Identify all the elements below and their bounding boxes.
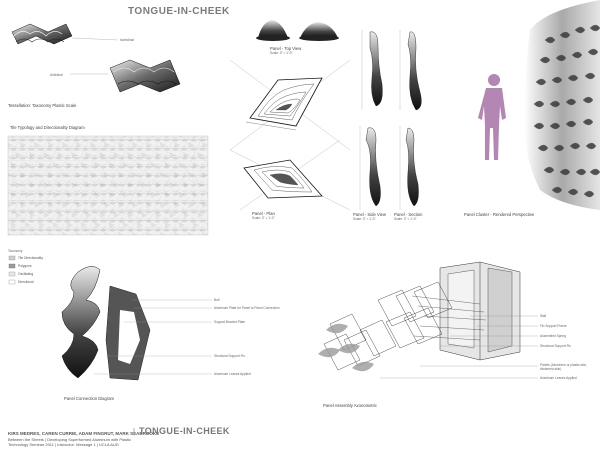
connection-label: Aluminum Leaves Applied: [214, 372, 251, 376]
assembly-label: Wall: [540, 314, 547, 318]
assembly-caption: Panel Assembly Axonometric: [323, 403, 377, 408]
tessellation-lower: [109, 59, 181, 93]
connection-diagram: [61, 266, 212, 381]
legend-item: Tile Directionality: [18, 256, 43, 260]
connection-label: Support Bracket Plate: [214, 320, 246, 324]
legend-item: Oscillating: [18, 272, 34, 276]
footer-title: TONGUE-IN-CHEEK: [139, 426, 230, 436]
typology-caption: Tile Typology and Directionality Diagram: [10, 125, 85, 130]
footer-separator: |: [133, 427, 136, 436]
connection-caption: Panel Connection Diagram: [64, 396, 115, 401]
footer-course: Technology Seminar 2011 | Instructor: Me…: [8, 442, 119, 447]
panel-section-upper: [399, 30, 422, 111]
panel-plan-lower: [229, 139, 351, 211]
side-view-caption: Panel - Side View: [353, 212, 386, 217]
typology-grid: [7, 135, 209, 236]
panel-section-lower: [399, 126, 419, 210]
cluster-caption: Panel Cluster - Rendered Perspective: [464, 212, 535, 217]
human-scale-figure: [478, 74, 506, 160]
tessellation-label-upper: Isoleclinal: [120, 38, 134, 42]
side-view-scale: Scale: 3" = 1'-0": [353, 217, 376, 221]
panel-top-view-right: [299, 22, 339, 41]
tessellation-upper: [11, 23, 73, 45]
assembly-label: Fin Support Frame: [540, 324, 567, 328]
panel-side-view-upper: [361, 30, 383, 110]
assembly-label: Structural Support Fin: [540, 344, 572, 348]
panel-top-view-left: [256, 20, 290, 41]
top-view-scale: Scale: 3" = 1'-0": [270, 51, 293, 55]
assembly-label: Aluminum Leaves Applied: [540, 376, 577, 380]
connection-label: Aluminum Plate for Panel to Panel Connec…: [214, 306, 280, 310]
section-caption: Panel - Section: [394, 212, 423, 217]
connection-label: Structural Support Fin: [214, 354, 246, 358]
legend-item: Polygons: [18, 264, 32, 268]
footer-authors: KIRS MEDRES, CAREN CURRIE, ADAM FINGRUT,…: [8, 431, 160, 436]
assembly-label: Panels (Aluminum or plastic skin, thicke…: [540, 363, 587, 371]
panel-side-view-lower: [359, 126, 381, 210]
assembly-axonometric: [318, 261, 538, 379]
panel-plan-upper: [229, 59, 351, 151]
plan-caption: Panel - Plan: [252, 211, 275, 216]
panel-cluster-render: [524, 0, 600, 210]
footer-subtitle: Between the Sheets | Developing Superfor…: [8, 437, 132, 442]
plan-scale: Scale: 3" = 1'-0": [252, 216, 275, 220]
assembly-label: Assembled Spring: [540, 334, 566, 338]
top-view-caption: Panel - Top View: [270, 46, 302, 51]
typology-legend-title: Taxonomy: [8, 249, 23, 253]
tessellation-caption: Tessellation: Taxonomy Plastic Scale: [8, 103, 77, 108]
page-title: TONGUE-IN-CHEEK: [128, 6, 230, 17]
legend-item: Directional: [18, 280, 34, 284]
tessellation-label-lower: Anticlinal: [50, 73, 63, 77]
connection-label: Bolt: [214, 298, 220, 302]
section-scale: Scale: 3" = 1'-0": [394, 217, 417, 221]
typology-legend: [8, 255, 16, 285]
